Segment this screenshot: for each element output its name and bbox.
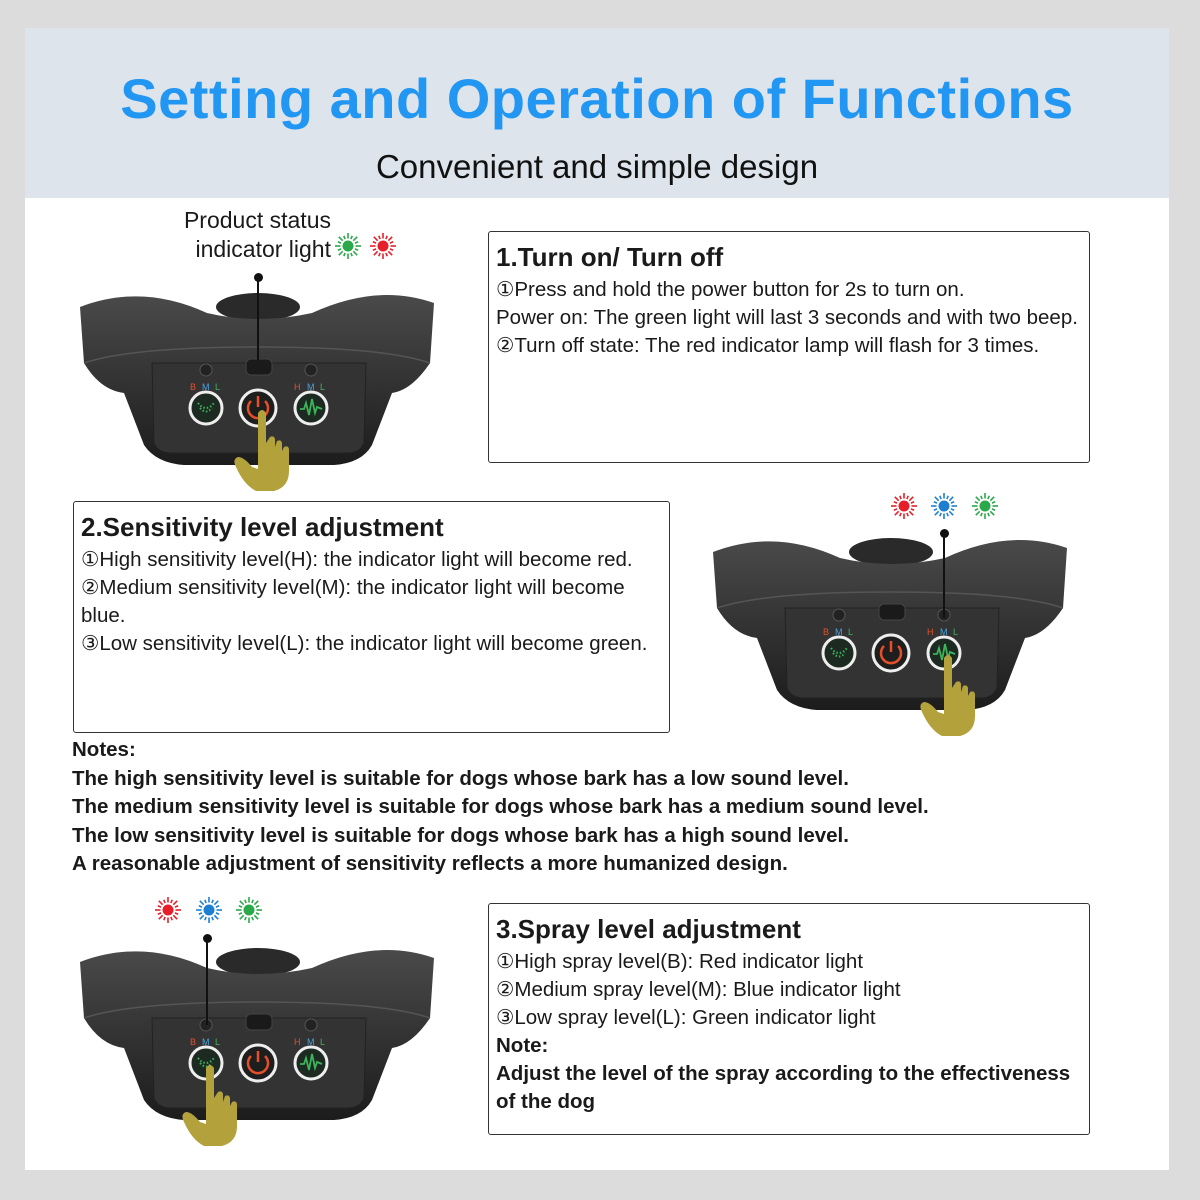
spray-level-b-label: B	[190, 1037, 196, 1047]
section-line: ③Low sensitivity level(L): the indicator…	[81, 632, 648, 655]
sens-level-m-label: M	[940, 627, 948, 637]
sens-level-l-label: L	[320, 1037, 325, 1047]
section-line: ②Turn off state: The red indicator lamp …	[496, 334, 1040, 357]
section-line: ②Medium sensitivity level(M): the indica…	[81, 576, 625, 627]
page-subtitle: Convenient and simple design	[375, 148, 819, 185]
spray-button[interactable]	[821, 635, 857, 671]
note-line: The low sensitivity level is suitable fo…	[72, 823, 849, 847]
header-band: Setting and Operation of Functions Conve…	[25, 28, 1169, 198]
sens-level-h-label: H	[294, 382, 301, 392]
note-text: Adjust the level of the spray according …	[496, 1062, 1071, 1113]
bark-collar-device: B M L H M L	[713, 538, 1067, 736]
green-indicator-light-icon	[972, 493, 998, 519]
sens-level-l-label: L	[320, 382, 325, 392]
pointer-line	[257, 277, 259, 360]
blue-indicator-light-icon	[931, 493, 957, 519]
sens-level-m-label: M	[307, 382, 315, 392]
section-heading: 1.Turn on/ Turn off	[496, 242, 724, 272]
pointing-finger-icon	[182, 1065, 237, 1146]
spray-level-m-label: M	[835, 627, 843, 637]
indicator-label: Product status indicator light	[165, 206, 331, 264]
infographic-sheet: Setting and Operation of Functions Conve…	[25, 28, 1169, 1170]
spray-level-m-label: M	[202, 1037, 210, 1047]
note-heading: Note:	[496, 1034, 549, 1057]
pointer-line	[943, 533, 945, 618]
note-line: The medium sensitivity level is suitable…	[72, 795, 929, 818]
sens-level-h-label: H	[294, 1037, 301, 1047]
section-sensitivity: 2.Sensitivity level adjustment ①High sen…	[73, 501, 670, 733]
pointer-line	[206, 938, 208, 1025]
spray-level-l-label: L	[848, 627, 853, 637]
section-line: ③Low spray level(L): Green indicator lig…	[496, 1006, 876, 1029]
spray-level-m-label: M	[202, 382, 210, 392]
section-line: Power on: The green light will last 3 se…	[496, 306, 1078, 329]
section-spray: 3.Spray level adjustment ①High spray lev…	[488, 903, 1090, 1135]
power-button[interactable]	[238, 1043, 278, 1083]
sens-level-h-label: H	[927, 627, 934, 637]
section-line: ①High spray level(B): Red indicator ligh…	[496, 950, 864, 973]
page-title: Setting and Operation of Functions	[120, 67, 1074, 130]
sensitivity-button[interactable]	[293, 1045, 329, 1081]
bark-collar-device: B M L H M L	[80, 948, 434, 1146]
red-indicator-light-icon	[370, 233, 396, 259]
indicator-label-line: indicator light	[195, 236, 331, 262]
section-heading: 3.Spray level adjustment	[496, 914, 801, 944]
pointing-finger-icon	[920, 655, 975, 736]
spray-level-l-label: L	[215, 1037, 220, 1047]
section-heading: 2.Sensitivity level adjustment	[81, 512, 444, 542]
notes-heading: Notes:	[72, 738, 136, 761]
spray-button[interactable]	[188, 390, 224, 426]
note-line: The high sensitivity level is suitable f…	[72, 766, 849, 790]
spray-level-b-label: B	[823, 627, 829, 637]
pointing-finger-icon	[234, 410, 289, 491]
red-indicator-light-icon	[155, 897, 181, 923]
section-turn-on-off: 1.Turn on/ Turn off ①Press and hold the …	[488, 231, 1090, 463]
note-line: A reasonable adjustment of sensitivity r…	[72, 852, 788, 875]
sens-level-l-label: L	[953, 627, 958, 637]
blue-indicator-light-icon	[196, 897, 222, 923]
green-indicator-light-icon	[236, 897, 262, 923]
sensitivity-button[interactable]	[293, 390, 329, 426]
section-line: ①Press and hold the power button for 2s …	[496, 278, 965, 301]
section-line: ②Medium spray level(M): Blue indicator l…	[496, 978, 901, 1001]
spray-level-b-label: B	[190, 382, 196, 392]
section-line: ①High sensitivity level(H): the indicato…	[81, 548, 633, 571]
green-indicator-light-icon	[335, 233, 361, 259]
spray-level-l-label: L	[215, 382, 220, 392]
sens-level-m-label: M	[307, 1037, 315, 1047]
red-indicator-light-icon	[891, 493, 917, 519]
power-button[interactable]	[871, 633, 911, 673]
notes-block: Notes: The high sensitivity level is sui…	[72, 736, 929, 879]
indicator-label-line: Product status	[183, 207, 331, 233]
